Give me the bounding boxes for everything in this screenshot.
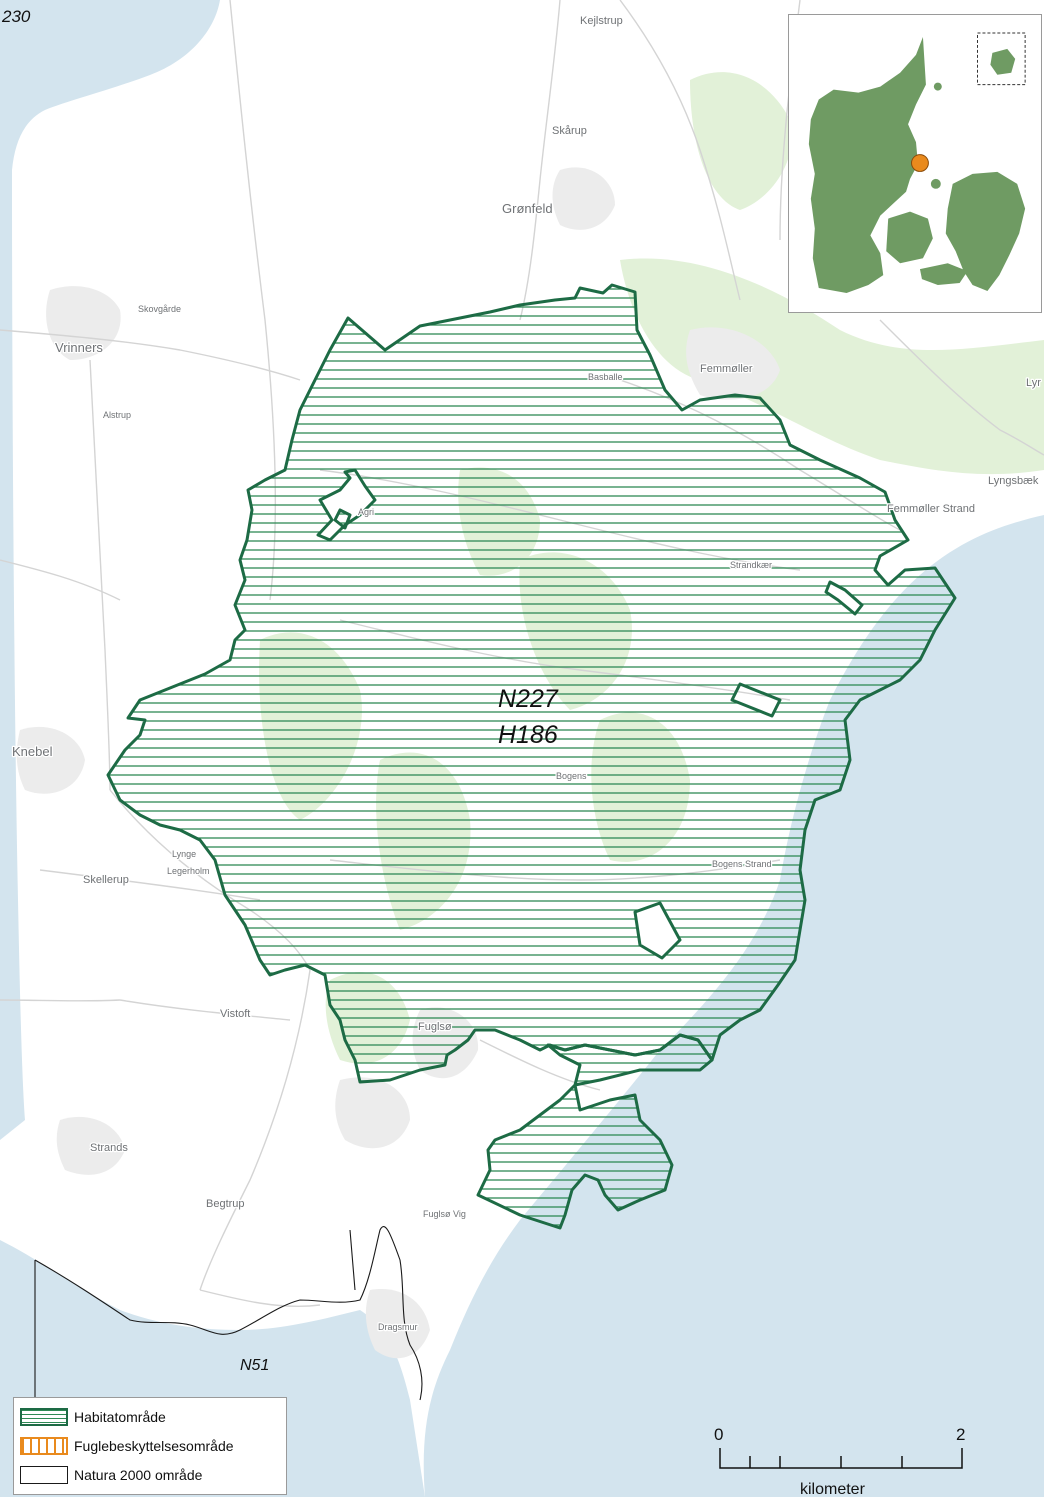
place-label: Femmøller <box>700 363 753 375</box>
place-label: Skovgårde <box>138 304 181 314</box>
natura2000-boundary-n51 <box>34 1225 423 1401</box>
place-label: Vistoft <box>220 1008 250 1020</box>
site-code-habitat: H186 <box>498 721 558 749</box>
place-label: Knebel <box>12 744 53 759</box>
inset-zealand <box>945 171 1026 291</box>
place-label: Fuglsø Vig <box>423 1209 466 1219</box>
legend-item-natura: Natura 2000 område <box>20 1464 202 1486</box>
place-label: Strands <box>90 1142 128 1154</box>
legend-label: Habitatområde <box>74 1409 166 1425</box>
place-label: Basballe <box>588 372 623 382</box>
place-label: Grønfeld <box>502 201 553 216</box>
legend-label: Fuglebeskyttelsesområde <box>74 1438 234 1454</box>
place-label: Bogens Strand <box>712 859 772 869</box>
inset-island <box>933 82 942 91</box>
inset-bornholm <box>990 48 1016 75</box>
scale-bar: 0 2 kilometer <box>700 1420 990 1497</box>
scale-tick-label: 2 <box>956 1425 965 1444</box>
legend-item-habitat: Habitatområde <box>20 1406 166 1428</box>
scale-tick-label: 0 <box>714 1425 723 1444</box>
place-label: Skellerup <box>83 874 129 886</box>
place-label: Fuglsø <box>418 1021 452 1033</box>
legend-swatch-habitat <box>20 1408 68 1426</box>
map-legend: Habitatområde Fuglebeskyttelsesområde Na… <box>13 1397 287 1495</box>
site-code-n51: N51 <box>240 1357 269 1374</box>
location-marker-icon <box>911 154 929 172</box>
inset-funen <box>886 211 933 264</box>
scale-bar-line <box>719 1448 963 1469</box>
overview-inset-map <box>788 14 1042 313</box>
place-label: Begtrup <box>206 1198 245 1210</box>
place-label: Lynge <box>172 849 196 859</box>
site-code-corner: 230 <box>1 7 31 26</box>
place-label: Alstrup <box>103 410 131 420</box>
place-labels: Kejlstrup Skårup Grønfeld Skovgårde Vrin… <box>11 14 1043 1334</box>
legend-label: Natura 2000 område <box>74 1467 203 1483</box>
scale-unit-label: kilometer <box>800 1481 866 1497</box>
inset-jutland <box>808 37 926 293</box>
town-areas <box>16 167 780 1359</box>
place-label: Strandkær <box>730 560 772 570</box>
place-label: Dragsmur <box>378 1322 418 1332</box>
habitat-area-south-lobe[interactable] <box>476 1033 714 1230</box>
site-code-natura: N227 <box>498 685 559 713</box>
legend-swatch-natura <box>20 1466 68 1484</box>
sea-west-strip <box>0 170 25 1140</box>
inset-island <box>930 178 941 189</box>
place-label: Agri <box>358 507 374 517</box>
place-label: Kejlstrup <box>580 15 623 27</box>
sea-northwest <box>0 0 220 170</box>
inset-lolland <box>919 263 968 286</box>
place-label: Skårup <box>552 125 587 137</box>
place-label: Femmøller Strand <box>887 503 975 515</box>
legend-item-bird: Fuglebeskyttelsesområde <box>20 1435 234 1457</box>
place-label: Vrinners <box>55 340 103 355</box>
place-label: Bogens <box>556 771 587 781</box>
place-label: Lyr <box>1026 377 1041 389</box>
legend-swatch-bird <box>20 1437 68 1455</box>
place-label: Lyngsbæk <box>988 475 1039 487</box>
place-label: Legerholm <box>167 866 210 876</box>
